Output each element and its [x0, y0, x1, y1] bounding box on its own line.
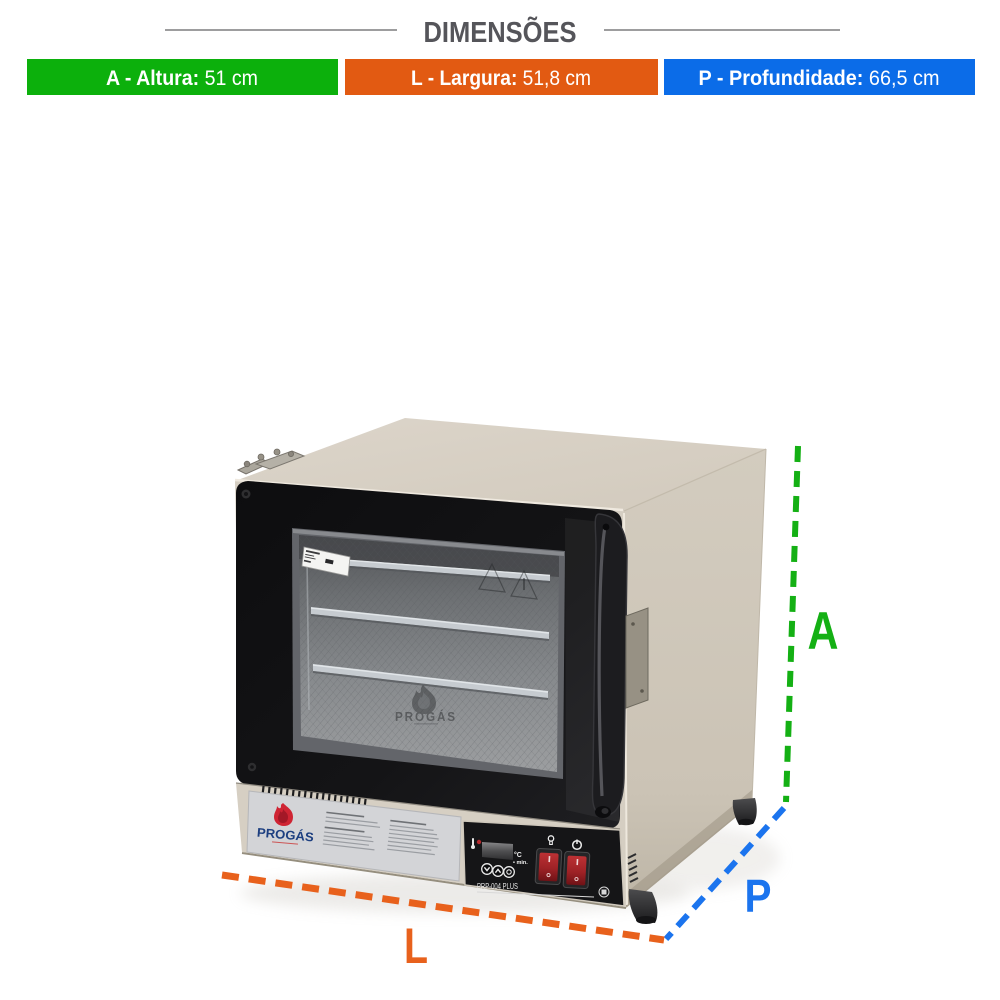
svg-text:L - Largura: 51,8 cm: L - Largura: 51,8 cm: [411, 67, 591, 90]
svg-text:DIMENSÕES: DIMENSÕES: [424, 15, 577, 49]
svg-text:PRP-004 PLUS: PRP-004 PLUS: [477, 882, 518, 891]
svg-text:P: P: [745, 870, 772, 922]
svg-text:°C: °C: [514, 851, 522, 859]
svg-text:• min.: • min.: [513, 860, 528, 866]
svg-text:L: L: [404, 918, 428, 974]
svg-text:A: A: [808, 602, 839, 661]
svg-text:P - Profundidade: 66,5 cm: P - Profundidade: 66,5 cm: [699, 67, 940, 90]
svg-text:PROGÁS: PROGÁS: [395, 709, 457, 724]
svg-text:A - Altura: 51 cm: A - Altura: 51 cm: [106, 67, 258, 90]
svg-text:PROGÁS: PROGÁS: [256, 825, 314, 845]
